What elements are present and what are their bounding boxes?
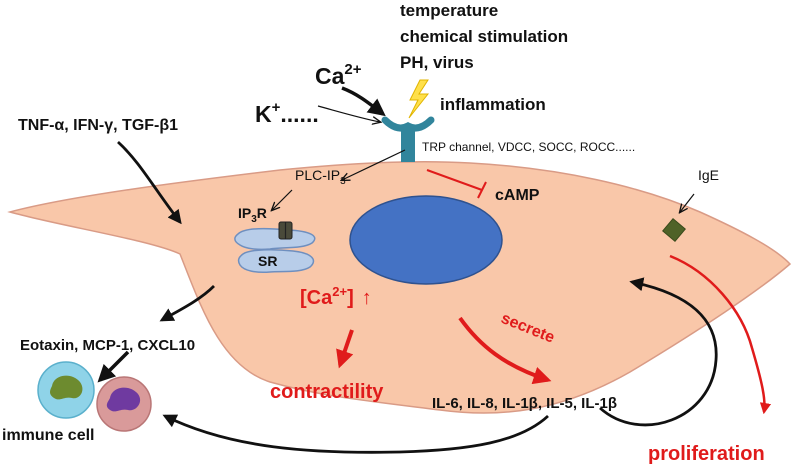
interleukin-feedback-arrow [599, 277, 718, 427]
lightning-icon [408, 79, 430, 119]
calcium-influx-arrow [341, 86, 386, 117]
stimulus-temperature: temperature [400, 1, 498, 20]
contractility-arrow [336, 329, 354, 369]
channel-types-label: TRP channel, VDCC, SOCC, ROCC...... [422, 140, 635, 154]
chemokines-label: Eotaxin, MCP-1, CXCL10 [20, 337, 195, 354]
stimulus-inflammation: inflammation [440, 95, 546, 114]
plc-ip3-label: PLC-IP3 [295, 167, 346, 187]
secrete-arrow [458, 316, 552, 385]
proliferation-arrow [669, 254, 772, 415]
chemokine-secretion-arrow [159, 285, 215, 322]
ip3r-label: IP3R [238, 205, 267, 225]
calcium-concentration-label: [Ca2+]↑ [300, 284, 372, 309]
calcium-ion-label: Ca2+ [315, 61, 362, 89]
chemokine-to-immune-arrow [97, 350, 130, 383]
immune-cell-icon [37, 361, 152, 432]
ige-arrow [680, 193, 695, 212]
sr-label: SR [258, 253, 277, 269]
interleukin-to-immune-arrow [162, 414, 549, 454]
potassium-ion-label: K+...... [255, 99, 319, 127]
cell-body [7, 160, 792, 414]
plc-arrow [342, 149, 406, 180]
ige-receptor-icon [662, 218, 686, 242]
nucleus [349, 195, 503, 285]
immune-cell-label: immune cell [2, 427, 94, 444]
membrane-channel-icon [381, 116, 435, 162]
stimulus-ph-virus: PH, virus [400, 53, 474, 72]
stimulus-chemical: chemical stimulation [400, 27, 568, 46]
camp-label: cAMP [495, 187, 540, 204]
sarcoplasmic-reticulum [234, 227, 316, 273]
interleukins-label: IL-6, IL-8, IL-1β, IL-5, IL-1β [432, 395, 617, 412]
cytokine-input-arrow [117, 140, 182, 225]
camp-inhibition-line [426, 169, 487, 199]
potassium-arrow [317, 105, 380, 122]
cytokines-input-label: TNF-α, IFN-γ, TGF-β1 [18, 117, 178, 134]
ige-label: IgE [698, 167, 719, 183]
proliferation-label: proliferation [648, 443, 765, 465]
ip3r-arrow [272, 189, 293, 210]
contractility-label: contractility [270, 381, 384, 403]
